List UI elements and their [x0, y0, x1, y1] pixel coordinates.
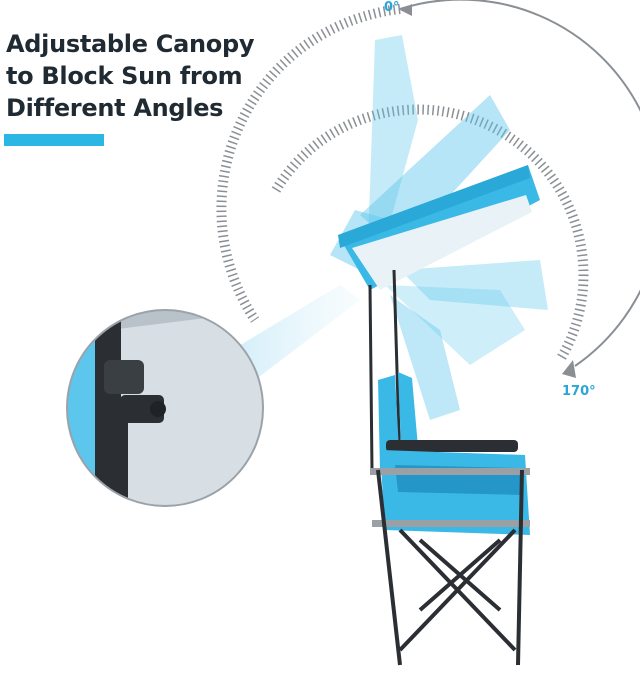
angle-start-label: 0°	[384, 0, 400, 15]
zoom-beam	[232, 285, 360, 380]
headline-line-3: Different Angles	[6, 94, 224, 122]
angle-end-label: 170°	[562, 384, 596, 399]
angle-dial	[216, 0, 640, 378]
headline-line-1: Adjustable Canopy	[6, 30, 255, 58]
canopy-poles	[368, 269, 402, 471]
dial-ticks	[271, 104, 589, 363]
headline-line-2: to Block Sun from	[6, 62, 243, 90]
dial-arrow-start	[400, 4, 412, 16]
headline: Adjustable Canopy to Block Sun from Diff…	[6, 28, 254, 124]
dial-arc-outer	[399, 0, 640, 367]
chair	[370, 372, 530, 666]
canopy	[338, 165, 540, 290]
dial-arrow-end	[562, 360, 576, 378]
hinge-detail-zoom	[66, 309, 264, 507]
canopy-angle-positions	[330, 35, 548, 420]
accent-bar	[4, 134, 104, 146]
